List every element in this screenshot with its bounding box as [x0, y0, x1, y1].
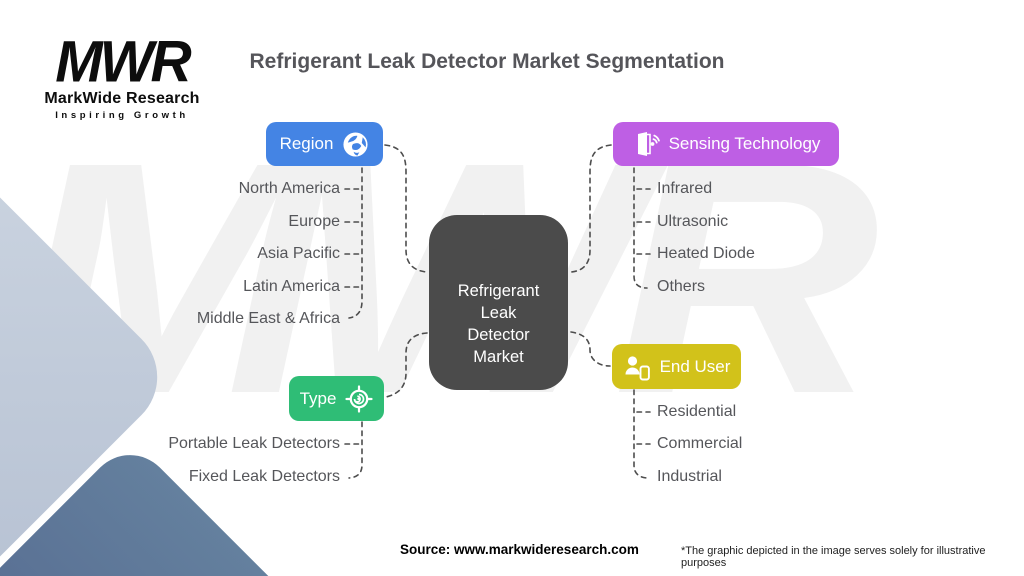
region-branch-button: Region — [266, 122, 383, 166]
end-user-item: Residential — [657, 403, 737, 420]
connector-type-spine — [348, 421, 363, 479]
connector-center-to-enduser — [570, 331, 611, 367]
logo-name: MarkWide Research — [44, 90, 200, 107]
connector-region-spine — [348, 167, 363, 319]
sensor-signal-icon — [637, 132, 660, 156]
connector-sensing-spine — [633, 167, 648, 289]
region-item: Europe — [288, 213, 340, 230]
type-label: Type — [299, 388, 337, 408]
central-market-node: Refrigerant Leak Detector Market — [429, 215, 568, 390]
central-node-line: Refrigerant — [457, 282, 540, 300]
end-user-item: Industrial — [657, 468, 722, 485]
connector-center-to-type — [385, 332, 428, 398]
type-item: Fixed Leak Detectors — [188, 468, 340, 485]
markwide-logo: MWR MarkWide Research Inspiring Growth — [32, 29, 212, 121]
connector-enduser-spine — [633, 389, 648, 479]
connector-sensing-ticks — [636, 188, 651, 255]
central-node-line: Market — [473, 348, 524, 366]
globe-icon — [343, 131, 368, 157]
source-text: Source: www.markwideresearch.com — [400, 542, 639, 557]
type-branch-button: Type — [289, 376, 384, 421]
central-node-line: Leak — [480, 304, 517, 322]
person-device-icon — [625, 355, 650, 380]
region-item: Middle East & Africa — [196, 310, 340, 327]
sensing-technology-label: Sensing Technology — [668, 134, 821, 153]
sensing-item: Ultrasonic — [657, 213, 729, 230]
sensing-item: Heated Diode — [657, 245, 755, 262]
region-item: Asia Pacific — [257, 245, 340, 262]
end-user-label: End User — [659, 356, 731, 376]
connector-sensing-to-center — [570, 144, 612, 273]
end-user-item: Commercial — [657, 435, 743, 452]
connector-region-to-center — [384, 144, 428, 273]
end-user-branch-button: End User — [612, 344, 741, 389]
disclaimer-text: *The graphic depicted in the image serve… — [681, 545, 986, 569]
region-item: North America — [238, 180, 340, 197]
sensing-item: Infrared — [657, 180, 713, 197]
sensing-item: Others — [657, 278, 706, 295]
target-icon — [345, 384, 374, 413]
page-title: Refrigerant Leak Detector Market Segment… — [249, 50, 725, 73]
central-node-line: Detector — [467, 326, 530, 344]
region-label: Region — [279, 134, 334, 153]
type-item: Portable Leak Detectors — [168, 435, 340, 452]
sensing-technology-branch-button: Sensing Technology — [613, 122, 839, 166]
region-item: Latin America — [243, 278, 340, 295]
logo-tagline: Inspiring Growth — [55, 110, 189, 121]
logo-monogram: MWR — [55, 29, 191, 95]
connector-enduser-ticks — [636, 411, 651, 445]
connector-region-ticks — [344, 188, 360, 288]
